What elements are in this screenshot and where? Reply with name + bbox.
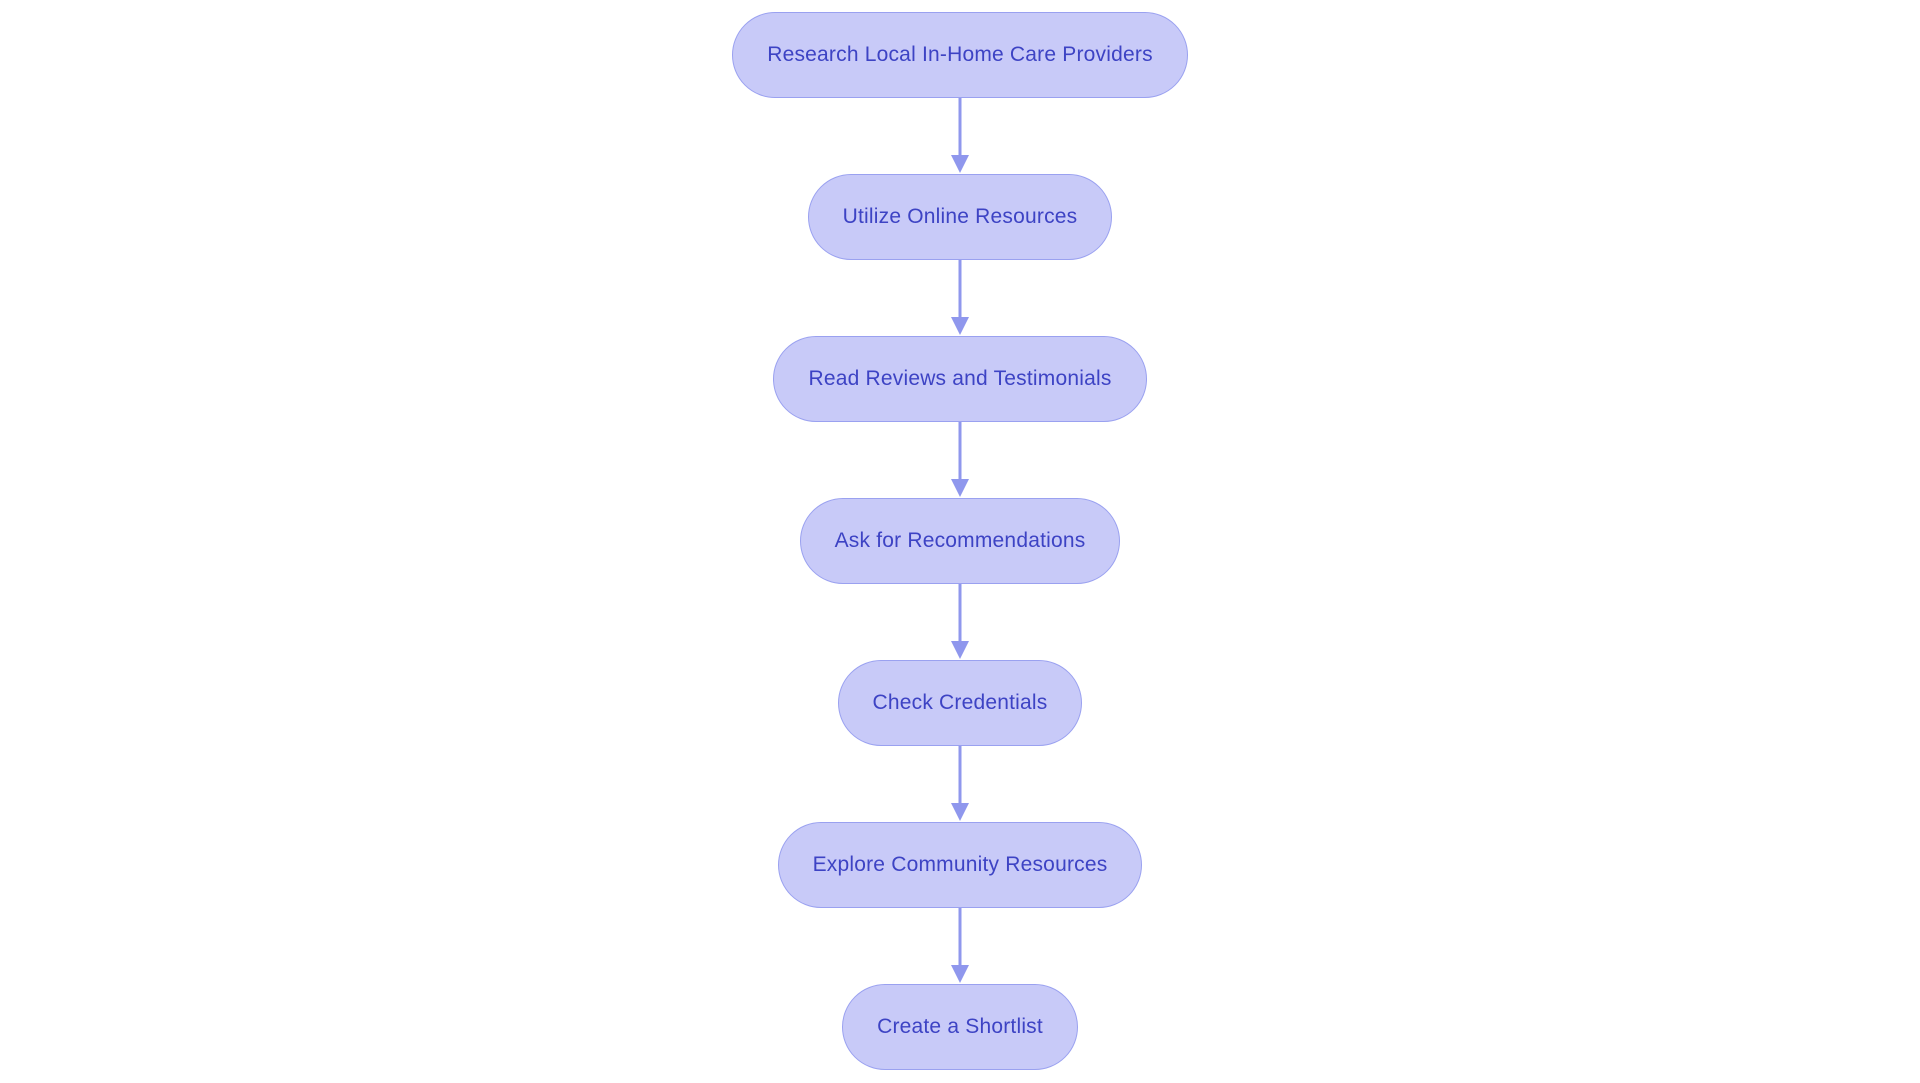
flow-node-label: Ask for Recommendations (834, 529, 1086, 552)
flow-node: Create a Shortlist (842, 984, 1078, 1070)
flow-node-label: Explore Community Resources (812, 853, 1108, 876)
arrowhead-icon (951, 803, 969, 821)
arrowhead-icon (951, 155, 969, 173)
flow-node: Explore Community Resources (777, 822, 1143, 908)
arrow-down-connector (951, 422, 969, 497)
flow-node-label: Read Reviews and Testimonials (808, 367, 1112, 390)
flow-node: Read Reviews and Testimonials (773, 336, 1147, 422)
arrowhead-icon (951, 641, 969, 659)
flow-node: Research Local In-Home Care Providers (732, 12, 1188, 98)
flow-node-label: Research Local In-Home Care Providers (767, 43, 1153, 66)
flow-node-label: Create a Shortlist (877, 1015, 1043, 1038)
arrow-down-connector (951, 584, 969, 659)
flow-node: Ask for Recommendations (799, 498, 1121, 584)
arrowhead-icon (951, 479, 969, 497)
arrowhead-icon (951, 317, 969, 335)
arrow-down-connector (951, 746, 969, 821)
flow-node: Check Credentials (837, 660, 1083, 746)
arrow-down-connector (951, 908, 969, 983)
arrow-down-connector (951, 98, 969, 173)
flow-node-label: Utilize Online Resources (842, 205, 1078, 228)
arrowhead-icon (951, 965, 969, 983)
arrow-down-connector (951, 260, 969, 335)
flow-node-label: Check Credentials (872, 691, 1048, 714)
flow-node: Utilize Online Resources (807, 174, 1113, 260)
